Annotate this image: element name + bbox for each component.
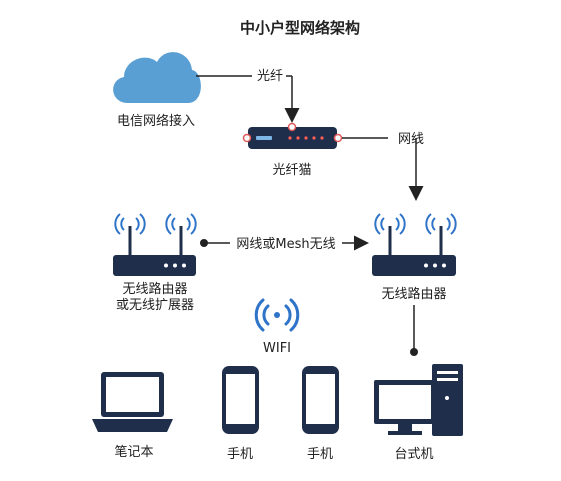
main-router-icon [372, 226, 456, 276]
laptop-icon [92, 372, 173, 432]
modem-label: 光纤猫 [272, 163, 311, 178]
cable-connection [342, 137, 424, 201]
extender-label-line2: 或无线扩展器 [116, 298, 194, 313]
diagram-title: 中小户型网络架构 [240, 19, 360, 37]
phone-icon [222, 366, 259, 434]
modem-top-port [287, 122, 297, 132]
mesh-connection [200, 235, 369, 251]
wifi-label: WIFI [263, 341, 291, 356]
phone-2-label: 手机 [307, 447, 333, 462]
fiber-label: 光纤 [257, 69, 283, 84]
phone-1-label: 手机 [227, 447, 253, 462]
laptop-label: 笔记本 [114, 444, 153, 460]
modem-icon [248, 127, 337, 149]
modem-left-port [242, 133, 252, 143]
fiber-connection [196, 75, 300, 123]
wifi-signal-icon [374, 213, 457, 235]
wifi-signal-icon [114, 213, 197, 235]
internet-label: 电信网络接入 [117, 113, 195, 129]
mesh-label: 网线或Mesh无线 [236, 237, 335, 252]
modem-right-port [333, 133, 343, 143]
extender-router-icon [113, 226, 196, 276]
phone-icon [302, 366, 339, 434]
desktop-label: 台式机 [394, 447, 433, 462]
main-router-label: 无线路由器 [381, 286, 446, 302]
extender-label-line1: 无线路由器 [122, 281, 187, 297]
cloud-icon [113, 52, 201, 103]
desktop-icon [374, 364, 463, 436]
wifi-icon [254, 298, 300, 332]
desktop-connection [410, 305, 418, 356]
cable-label: 网线 [398, 132, 424, 147]
